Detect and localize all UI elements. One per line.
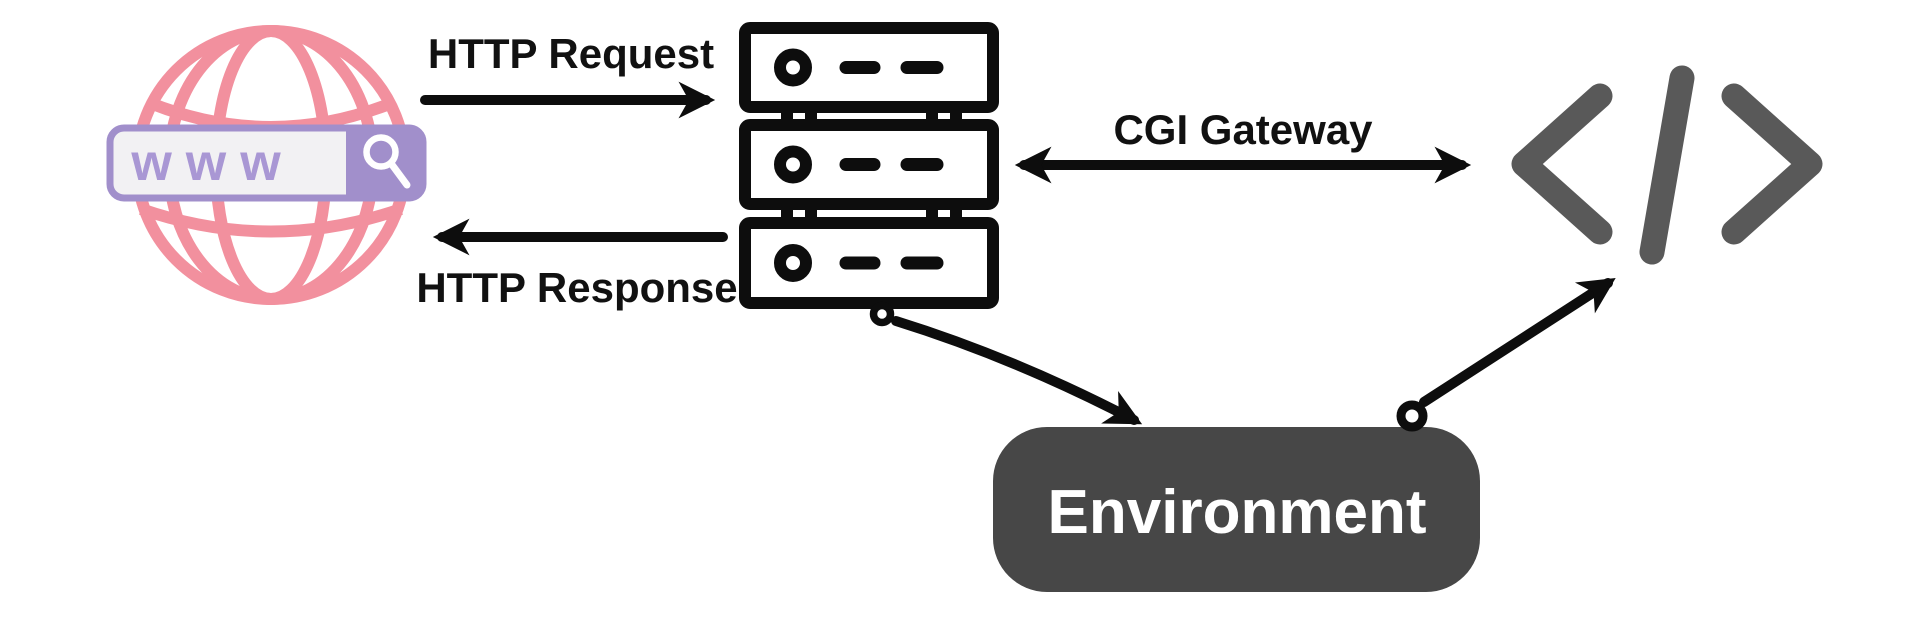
server-to-environment-arrow (891, 316, 1143, 425)
server-rack-row (739, 217, 999, 309)
search-bar: www (106, 124, 427, 202)
http-request-label: HTTP Request (428, 30, 714, 77)
environment-connector-dot (1396, 400, 1428, 432)
environment-label: Environment (1048, 478, 1427, 547)
http-response-label: HTTP Response (416, 264, 737, 311)
environment-node: Environment (993, 427, 1480, 592)
code-slash (1639, 65, 1695, 265)
server-stack-icon (739, 22, 999, 309)
environment-to-script-arrow (1419, 278, 1616, 407)
server-rack-row (739, 119, 999, 210)
server-connector-dot (869, 301, 895, 327)
cgi-gateway-label: CGI Gateway (1113, 106, 1373, 153)
environment-box (993, 427, 1480, 592)
magnifier-icon (363, 134, 411, 189)
browser-node: www (106, 25, 427, 305)
www-label: www (130, 134, 294, 192)
code-right-bracket (1721, 83, 1823, 245)
code-left-bracket (1511, 83, 1613, 245)
code-brackets-icon (1511, 65, 1823, 265)
server-rack-row (739, 22, 999, 113)
